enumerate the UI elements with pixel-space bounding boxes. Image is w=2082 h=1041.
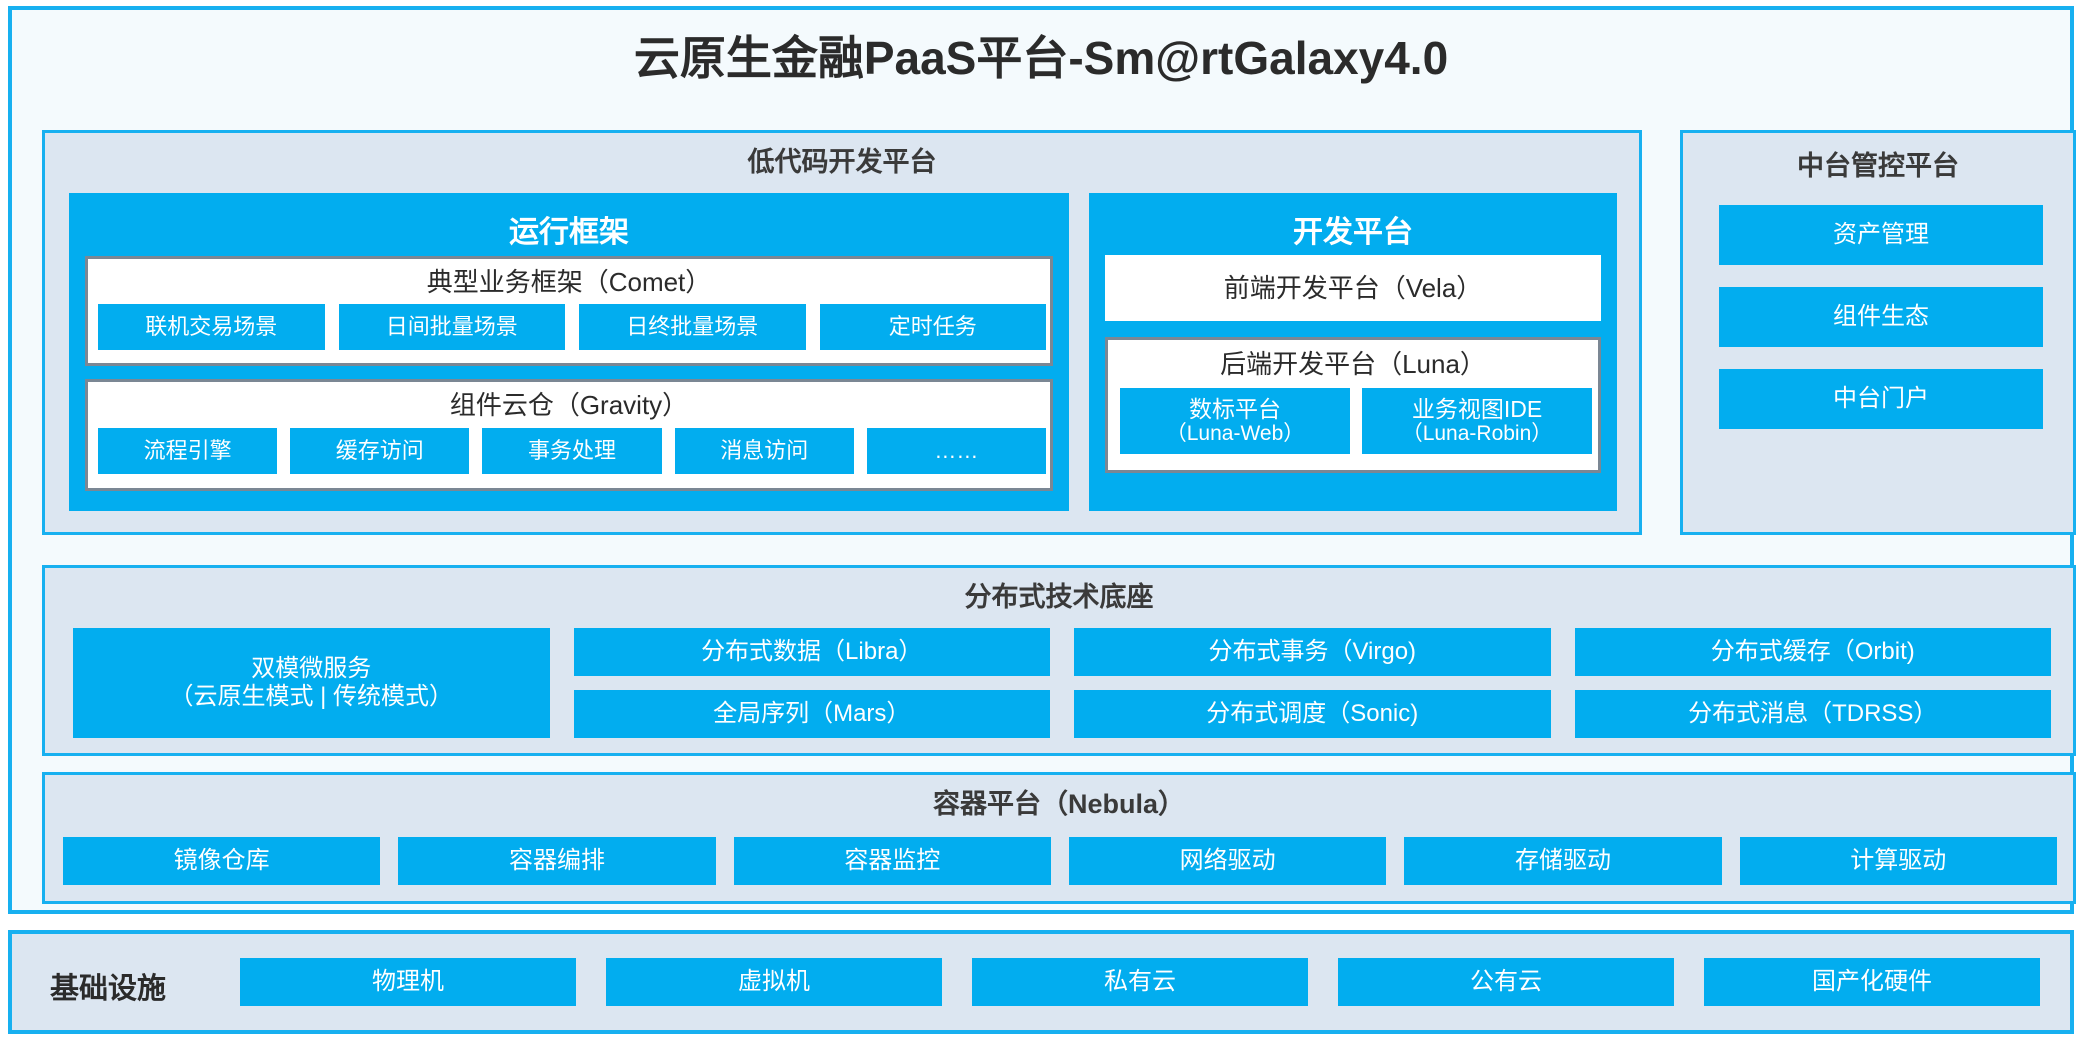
tag-storage-driver[interactable]: 存储驱动 <box>1404 837 1722 885</box>
tag-private-cloud[interactable]: 私有云 <box>972 958 1308 1006</box>
infrastructure-tag-row: 物理机 虚拟机 私有云 公有云 国产化硬件 <box>240 958 2040 1006</box>
tag-distributed-transaction-virgo[interactable]: 分布式事务（Virgo) <box>1074 628 1551 676</box>
frontend-dev-platform-vela[interactable]: 前端开发平台（Vela） <box>1105 255 1601 321</box>
tag-intraday-batch-scenario[interactable]: 日间批量场景 <box>338 304 565 350</box>
tag-distributed-message-tdrss[interactable]: 分布式消息（TDRSS） <box>1574 690 2051 738</box>
tag-dual-mode-microservice-line1: 双模微服务 <box>251 655 372 683</box>
distributed-column-microservice: 双模微服务 （云原生模式 | 传统模式） <box>73 628 550 738</box>
tag-luna-robin-line1: 业务视图IDE <box>1411 395 1543 422</box>
backend-dev-platform-luna-box: 后端开发平台（Luna） 数标平台 （Luna-Web） 业务视图IDE （Lu… <box>1105 337 1601 473</box>
tag-distributed-cache-orbit[interactable]: 分布式缓存（Orbit) <box>1574 628 2051 676</box>
tag-network-driver[interactable]: 网络驱动 <box>1068 837 1387 885</box>
low-code-platform-panel: 低代码开发平台 运行框架 典型业务框架（Comet） 联机交易场景 日间批量场景… <box>42 130 1642 535</box>
gravity-title: 组件云仓（Gravity） <box>449 390 689 420</box>
page-title: 云原生金融PaaS平台-Sm@rtGalaxy4.0 <box>633 32 1449 84</box>
tag-end-of-day-batch-scenario[interactable]: 日终批量场景 <box>579 304 806 350</box>
tag-image-repository[interactable]: 镜像仓库 <box>63 837 381 885</box>
gravity-component-cloud-box: 组件云仓（Gravity） 流程引擎 缓存访问 事务处理 消息访问 …… <box>85 379 1053 491</box>
comet-business-framework-box: 典型业务框架（Comet） 联机交易场景 日间批量场景 日终批量场景 定时任务 <box>85 256 1053 366</box>
distributed-tech-base-title: 分布式技术底座 <box>964 582 1154 612</box>
backend-dev-platform-title: 后端开发平台（Luna） <box>1220 349 1486 379</box>
platform-card: 云原生金融PaaS平台-Sm@rtGalaxy4.0 低代码开发平台 运行框架 … <box>8 6 2076 914</box>
low-code-platform-title: 低代码开发平台 <box>747 147 937 177</box>
tag-luna-robin[interactable]: 业务视图IDE （Luna-Robin） <box>1362 388 1592 454</box>
tag-cache-access[interactable]: 缓存访问 <box>290 428 470 474</box>
middle-platform-tag-column: 资产管理 组件生态 中台门户 <box>1719 205 2043 429</box>
tag-transaction-processing[interactable]: 事务处理 <box>482 428 662 474</box>
runtime-framework-title: 运行框架 <box>509 216 629 249</box>
tag-process-engine[interactable]: 流程引擎 <box>98 428 278 474</box>
tag-luna-web-line2: （Luna-Web） <box>1165 422 1305 446</box>
gravity-tag-row: 流程引擎 缓存访问 事务处理 消息访问 …… <box>98 428 1047 474</box>
middle-platform-panel: 中台管控平台 资产管理 组件生态 中台门户 <box>1680 130 2076 535</box>
runtime-framework-block: 运行框架 典型业务框架（Comet） 联机交易场景 日间批量场景 日终批量场景 … <box>69 193 1069 511</box>
tag-component-ecosystem[interactable]: 组件生态 <box>1719 287 2043 347</box>
tag-online-transaction-scenario[interactable]: 联机交易场景 <box>98 304 325 350</box>
tag-domestic-hardware[interactable]: 国产化硬件 <box>1704 958 2040 1006</box>
tag-global-sequence-mars[interactable]: 全局序列（Mars） <box>573 690 1050 738</box>
tag-physical-machine[interactable]: 物理机 <box>240 958 576 1006</box>
distributed-column-transaction: 分布式事务（Virgo) 分布式调度（Sonic) <box>1074 628 1551 738</box>
container-tag-row: 镜像仓库 容器编排 容器监控 网络驱动 存储驱动 计算驱动 <box>63 837 2057 885</box>
tag-luna-robin-line2: （Luna-Robin） <box>1401 422 1553 446</box>
comet-tag-row: 联机交易场景 日间批量场景 日终批量场景 定时任务 <box>98 304 1046 350</box>
development-platform-title: 开发平台 <box>1293 216 1413 249</box>
infrastructure-label: 基础设施 <box>50 973 167 1005</box>
comet-title: 典型业务框架（Comet） <box>426 267 712 297</box>
container-platform-panel: 容器平台（Nebula） 镜像仓库 容器编排 容器监控 网络驱动 存储驱动 计算… <box>42 772 2076 904</box>
container-platform-title: 容器平台（Nebula） <box>932 789 1186 819</box>
distributed-tag-grid: 双模微服务 （云原生模式 | 传统模式） 分布式数据（Libra） 全局序列（M… <box>73 628 2051 738</box>
tag-public-cloud[interactable]: 公有云 <box>1338 958 1674 1006</box>
tag-middle-platform-portal[interactable]: 中台门户 <box>1719 369 2043 429</box>
tag-container-monitoring[interactable]: 容器监控 <box>733 837 1051 885</box>
infrastructure-panel: 基础设施 物理机 虚拟机 私有云 公有云 国产化硬件 <box>8 930 2074 1034</box>
tag-dual-mode-microservice[interactable]: 双模微服务 （云原生模式 | 传统模式） <box>73 628 550 738</box>
distributed-column-cache: 分布式缓存（Orbit) 分布式消息（TDRSS） <box>1574 628 2051 738</box>
distributed-tech-base-panel: 分布式技术底座 双模微服务 （云原生模式 | 传统模式） 分布式数据（Libra… <box>42 565 2076 756</box>
tag-scheduled-task[interactable]: 定时任务 <box>819 304 1046 350</box>
tag-ellipsis[interactable]: …… <box>866 428 1047 474</box>
middle-platform-title: 中台管控平台 <box>1797 151 1959 181</box>
development-platform-block: 开发平台 前端开发平台（Vela） 后端开发平台（Luna） 数标平台 （Lun… <box>1089 193 1617 511</box>
tag-message-access[interactable]: 消息访问 <box>674 428 854 474</box>
tag-virtual-machine[interactable]: 虚拟机 <box>606 958 942 1006</box>
tag-dual-mode-microservice-line2: （云原生模式 | 传统模式） <box>169 683 454 710</box>
tag-luna-web-line1: 数标平台 <box>1189 395 1281 422</box>
tag-container-orchestration[interactable]: 容器编排 <box>398 837 716 885</box>
tag-distributed-data-libra[interactable]: 分布式数据（Libra） <box>573 628 1050 676</box>
tag-asset-management[interactable]: 资产管理 <box>1719 205 2043 265</box>
luna-tag-row: 数标平台 （Luna-Web） 业务视图IDE （Luna-Robin） <box>1120 388 1592 454</box>
tag-distributed-scheduling-sonic[interactable]: 分布式调度（Sonic) <box>1074 690 1551 738</box>
distributed-column-data: 分布式数据（Libra） 全局序列（Mars） <box>573 628 1050 738</box>
tag-luna-web[interactable]: 数标平台 （Luna-Web） <box>1120 388 1350 454</box>
tag-compute-driver[interactable]: 计算驱动 <box>1739 837 2057 885</box>
